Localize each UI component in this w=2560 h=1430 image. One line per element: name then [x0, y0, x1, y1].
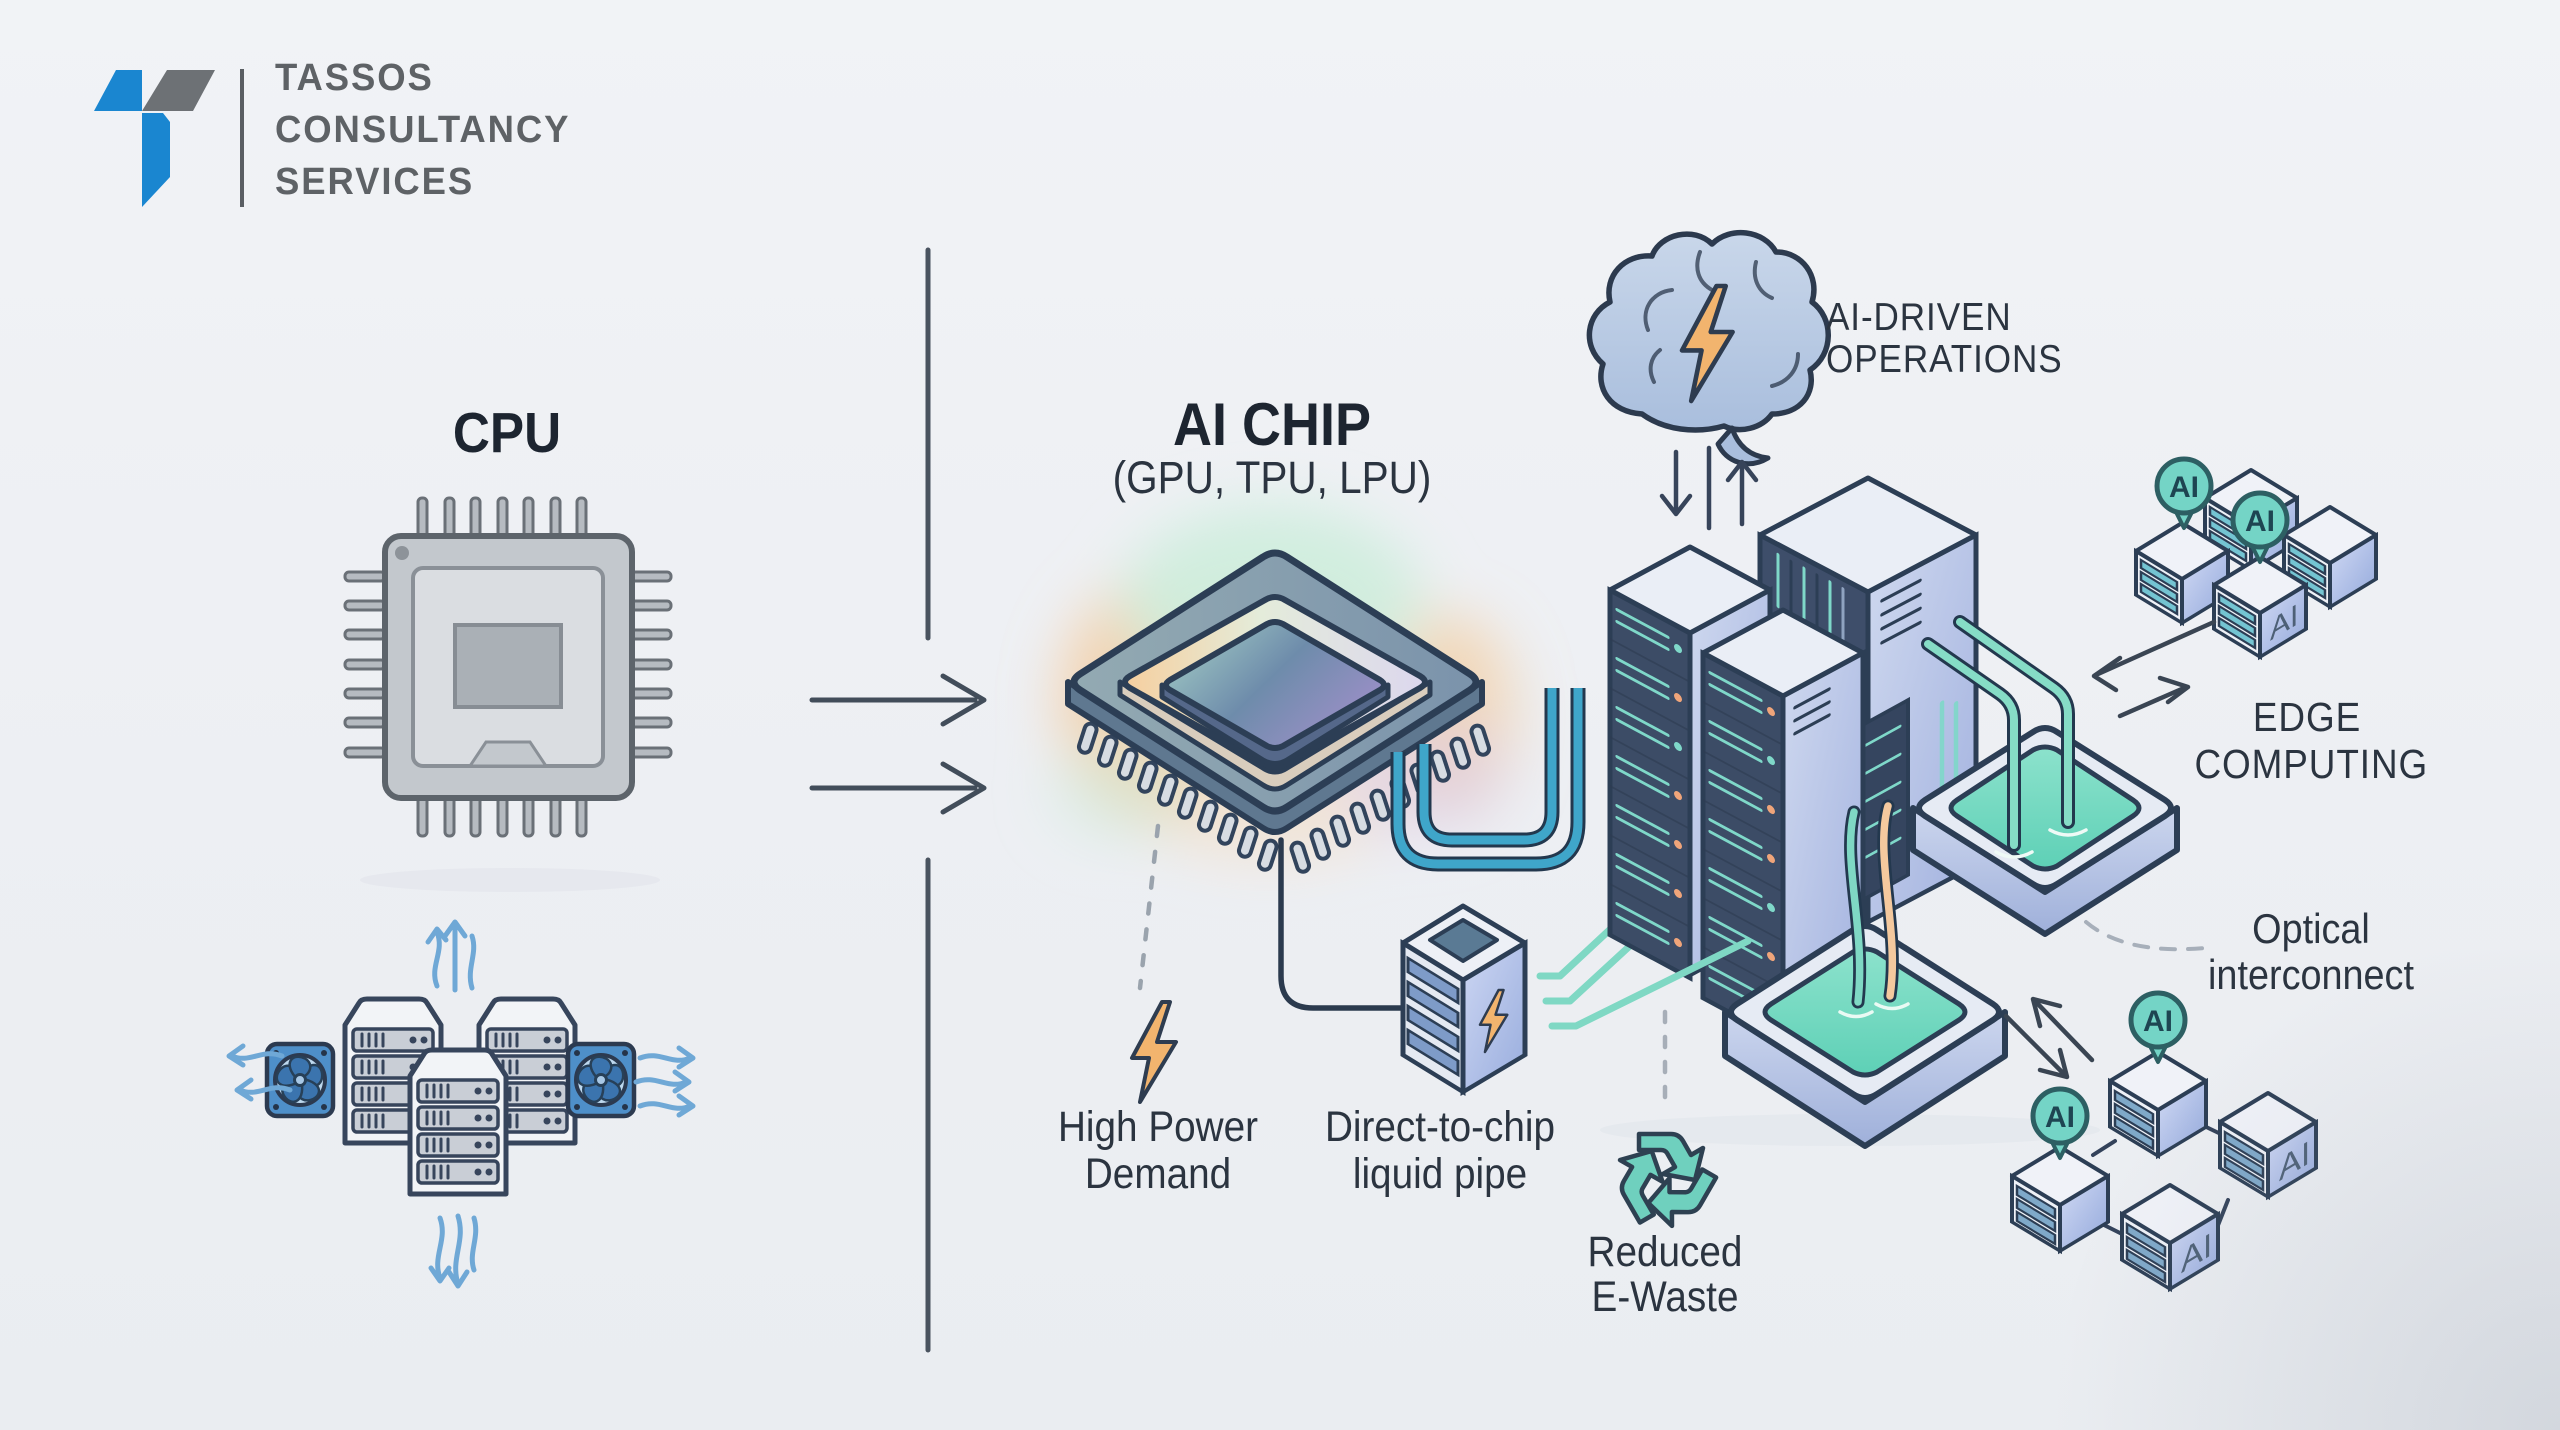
ai-network-cubes: AI AI AI AI — [2010, 993, 2318, 1291]
optical-dashed-line — [2084, 920, 2207, 952]
brand-line: TASSOS — [275, 57, 434, 99]
airflow-arrows — [226, 919, 696, 1289]
server-tower-icon — [1700, 607, 1866, 1045]
ai-badge-label: AI — [2045, 1101, 2075, 1134]
lightning-icon — [1130, 1000, 1178, 1104]
brain-icon — [1586, 229, 1831, 467]
pump-unit-icon — [1400, 903, 1528, 1096]
server-rack-icon — [410, 1050, 506, 1194]
recycle-icon — [1608, 1134, 1716, 1233]
server-towers-icon — [1600, 475, 2100, 1146]
power-line — [1278, 837, 1405, 1011]
data-flow-arrows — [1659, 445, 1759, 531]
immersion-tank-icon — [1722, 923, 2008, 1149]
edge-server-cubes: AI AI AI — [2134, 459, 2378, 659]
coolant-pipes — [1921, 615, 2088, 859]
reduced-ewaste-label: Reduced E-Waste — [1587, 1228, 1743, 1321]
ai-badge-label: AI — [2143, 1005, 2173, 1038]
high-power-demand-label: High Power Demand — [1057, 1103, 1259, 1198]
transition-arrows-icon — [809, 673, 987, 815]
corner-shading — [1940, 950, 2560, 1430]
ai-badge-label: AI — [2245, 505, 2275, 538]
exchange-arrows-icon — [2091, 619, 2217, 719]
brand-divider — [240, 69, 244, 207]
direct-to-chip-label: Direct-to-chip liquid pipe — [1324, 1103, 1556, 1198]
high-power-dashed-line — [1137, 823, 1161, 991]
exchange-arrows-icon — [2003, 996, 2095, 1080]
immersion-tank-icon — [1910, 725, 2180, 937]
air-cooled-servers-icon — [226, 919, 696, 1289]
cooling-fan-icon — [568, 1044, 634, 1116]
edge-computing-label: EDGE COMPUTING — [2194, 694, 2429, 787]
cpu-chip-icon — [343, 496, 673, 892]
ai-chip-icon — [1065, 549, 1492, 874]
ai-chip-label: AI CHIP — [1172, 391, 1372, 458]
optical-interconnect-label: Optical interconnect — [2208, 905, 2414, 998]
blue-pipes — [1390, 688, 1586, 872]
ai-chip-sublabel: (GPU, TPU, LPU) — [1112, 452, 1432, 503]
ai-badge-label: AI — [2169, 471, 2199, 504]
cpu-label: CPU — [452, 401, 562, 465]
brand-line: SERVICES — [275, 161, 475, 203]
brand-line: CONSULTANCY — [275, 109, 571, 151]
ai-driven-operations-label: AI-DRIVEN OPERATIONS — [1826, 296, 2063, 381]
coolant-line — [1548, 937, 1752, 1030]
brand-name: TASSOS CONSULTANCY SERVICES — [275, 52, 570, 208]
tassos-logo-mark — [94, 69, 244, 207]
direct-to-chip-pipes — [1838, 799, 1910, 1019]
